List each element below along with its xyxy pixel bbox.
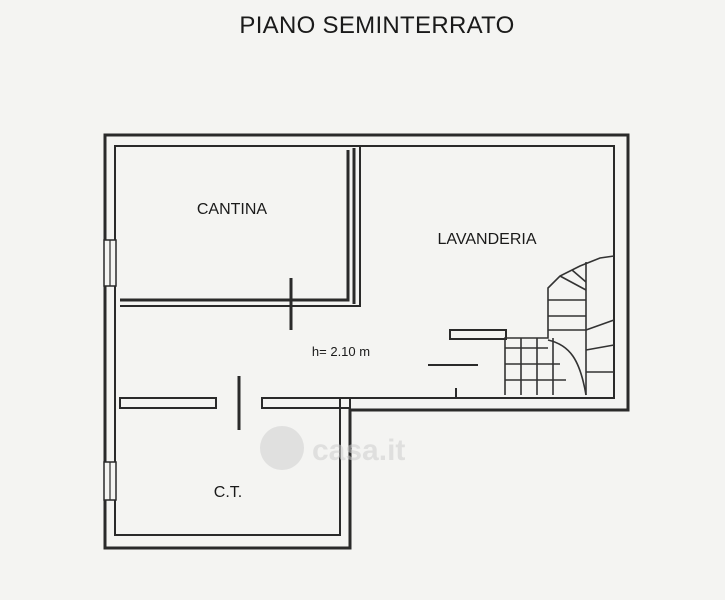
watermark-logo: casa.it <box>260 426 405 470</box>
room-label-cantina: CANTINA <box>197 201 268 218</box>
lavanderia-wall-stub <box>449 329 507 340</box>
window-left-lower <box>103 461 117 501</box>
outer-wall <box>103 133 630 550</box>
outer-wall-inner <box>114 145 615 536</box>
staircase <box>504 255 615 396</box>
ct-wall-right <box>261 397 351 409</box>
watermark-text: casa.it <box>312 434 405 467</box>
window-left-upper <box>103 239 117 287</box>
cantina-wall <box>120 150 350 302</box>
ct-wall-left <box>119 397 217 409</box>
room-label-lavanderia: LAVANDERIA <box>438 231 537 248</box>
cantina-wall-inner <box>120 146 361 307</box>
plan-title: PIANO SEMINTERRATO <box>239 12 514 39</box>
ceiling-height-label: h= 2.10 m <box>312 344 370 359</box>
room-label-ct: C.T. <box>214 484 242 501</box>
